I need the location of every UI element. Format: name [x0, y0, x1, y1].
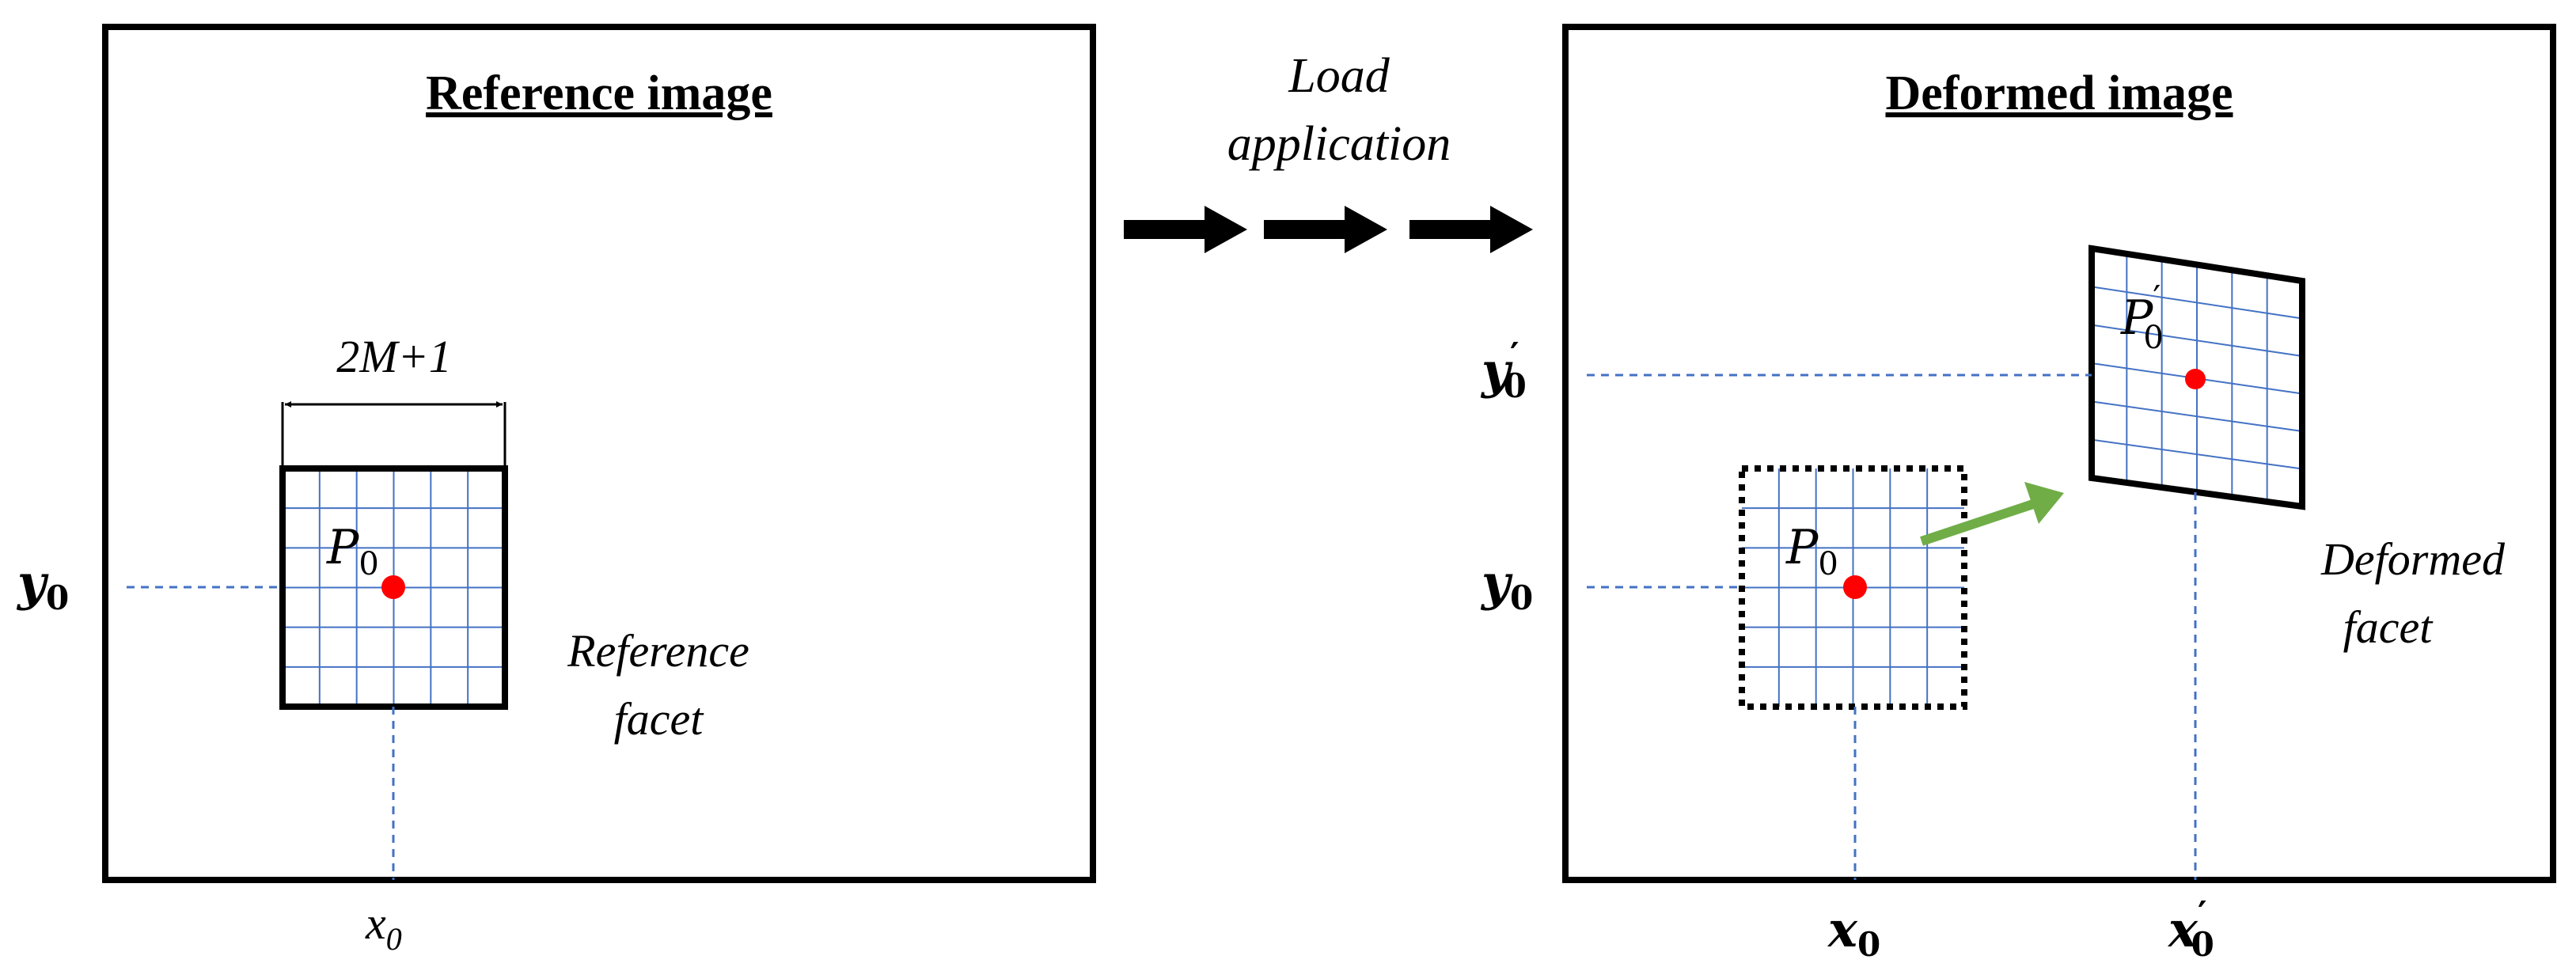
reference-y-axis-label: y0: [16, 554, 69, 617]
facet-size-dimension: [281, 401, 506, 468]
right-arrow-icon: [1124, 206, 1247, 253]
facet-size-label: 2M+1: [336, 331, 451, 382]
load-application-label-line1: Load: [1288, 49, 1390, 103]
reference-point-label: P0: [326, 520, 379, 582]
deformed-image-title: Deformed image: [1886, 66, 2233, 120]
reference-image-frame: [102, 24, 1096, 883]
deformed-image-frame: [1562, 24, 2556, 883]
original-facet-outline: [1739, 465, 1967, 710]
right-arrow-icon: [1264, 206, 1387, 253]
deformed-y0-prime-label: y′0: [1480, 336, 1527, 405]
reference-image-title: Reference image: [426, 66, 772, 120]
diagonal-arrow-icon: [1920, 482, 2064, 546]
deformed-point-label: P′0: [2120, 279, 2164, 356]
deformed-point-marker: [2185, 369, 2206, 389]
load-arrows: [1124, 206, 1533, 253]
grid-line: [2091, 438, 2303, 470]
deformed-facet: [2088, 245, 2305, 510]
deformed-facet-label-line2: facet: [2343, 601, 2434, 653]
load-application-label-line2: application: [1227, 117, 1451, 171]
deformed-facet-label-line1: Deformed: [2320, 533, 2506, 585]
right-arrow-icon: [1409, 206, 1533, 253]
deformed-x0-label: x0: [1827, 901, 1880, 964]
reference-point-marker: [381, 575, 405, 599]
reference-x-axis-label: x0: [365, 897, 402, 957]
original-point-marker: [1843, 575, 1867, 599]
deformed-y0-label: y0: [1480, 554, 1533, 617]
reference-facet-label-line2: facet: [614, 693, 705, 745]
deformed-x0-prime-label: x′0: [2167, 894, 2214, 964]
reference-facet-label-line1: Reference: [567, 625, 749, 677]
original-point-label: P0: [1785, 520, 1838, 582]
